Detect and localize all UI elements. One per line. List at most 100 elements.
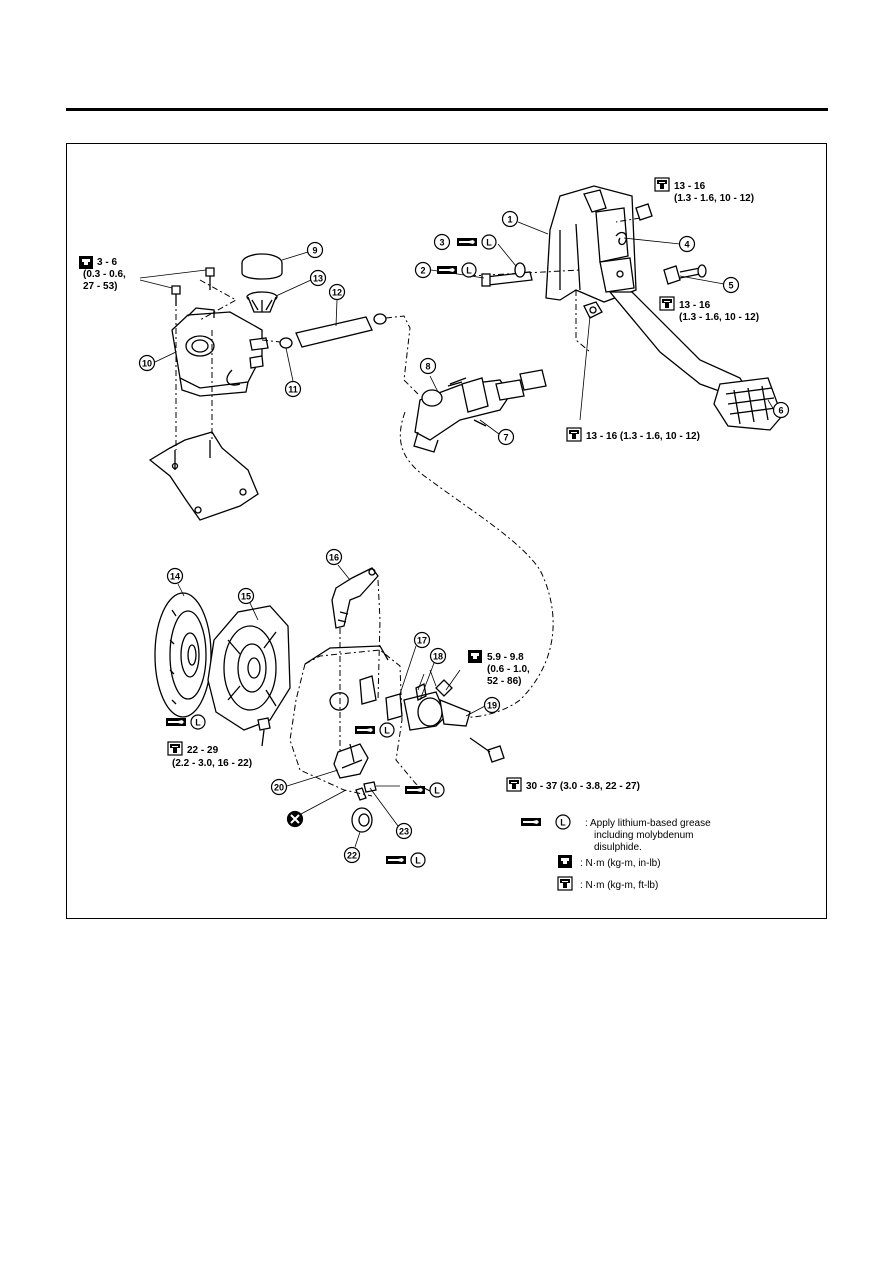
callout-7-label: 7 <box>503 433 508 443</box>
reservoir-tank-drawing <box>148 279 269 521</box>
grease-symbol-bearing: L <box>386 852 426 868</box>
callout-23-label: 23 <box>399 827 409 837</box>
callout-10: 10 <box>138 354 156 372</box>
callout-9-label: 9 <box>312 246 317 256</box>
torque-pedal-top-line1: 13 - 16 <box>674 181 706 192</box>
grease-letter: L <box>415 856 421 866</box>
callout-1-label: 1 <box>507 215 512 225</box>
callout-leaders <box>154 221 775 848</box>
legend-nm-ftlb: : N·m (kg-m, ft-lb) <box>580 880 658 891</box>
grease-letter: L <box>384 726 390 736</box>
torque-reservoir-line3: 27 - 53) <box>83 281 117 292</box>
grease-symbol-lever: L <box>355 722 395 738</box>
callout-8-label: 8 <box>425 362 430 372</box>
callout-17-label: 17 <box>417 636 427 646</box>
callout-23: 23 <box>395 822 413 840</box>
callout-5-label: 5 <box>728 281 733 291</box>
callout-13-label: 13 <box>313 274 323 284</box>
torque-ftlb-icon <box>167 741 183 756</box>
torque-ftlb-icon <box>506 777 522 792</box>
grease-symbol-cover: L <box>166 714 206 730</box>
grease-symbol-2: L <box>437 262 477 278</box>
pedal-fasteners-drawing <box>481 203 707 421</box>
callout-17: 17 <box>413 631 431 649</box>
legend-grease-line1: : Apply lithium-based grease <box>585 818 711 829</box>
callout-18: 18 <box>429 647 447 665</box>
callout-12-label: 12 <box>332 288 342 298</box>
cover-bolt-drawing <box>257 717 271 747</box>
grease-letter: L <box>434 786 440 796</box>
legend-nm-inlb: : N·m (kg-m, in-lb) <box>580 858 661 869</box>
callout-10-label: 10 <box>142 359 152 369</box>
callout-20: 20 <box>270 778 288 796</box>
torque-pedal-nut-line1: 13 - 16 (1.3 - 1.6, 10 - 12) <box>586 431 700 442</box>
callout-2: 2 <box>414 261 432 279</box>
callout-15-label: 15 <box>241 592 251 602</box>
callout-13: 13 <box>309 269 327 287</box>
callout-19: 19 <box>483 696 501 714</box>
torque-reservoir-line1: 3 - 6 <box>97 257 117 268</box>
torque-pedal-mid-line2: (1.3 - 1.6, 10 - 12) <box>679 312 759 323</box>
callout-9: 9 <box>306 241 324 259</box>
callout-11: 11 <box>284 380 302 398</box>
callout-6: 6 <box>772 401 790 419</box>
reservoir-bolts-drawing <box>139 267 215 306</box>
clutch-cover-drawing <box>207 605 291 731</box>
legend-torque-inlb-icon <box>558 855 572 868</box>
reservoir-cap-drawing <box>241 253 283 313</box>
callout-19-label: 19 <box>487 701 497 711</box>
torque-ftlb-icon <box>659 296 675 311</box>
callout-16: 16 <box>325 548 343 566</box>
clutch-tube-line <box>399 411 554 718</box>
clutch-disc-drawing <box>154 592 212 718</box>
callout-6-label: 6 <box>778 406 783 416</box>
callout-22-label: 22 <box>347 851 357 861</box>
torque-opcyl-line1: 5.9 - 9.8 <box>487 652 524 663</box>
callout-16-label: 16 <box>329 553 339 563</box>
grease-symbol-pin: L <box>405 782 445 798</box>
callout-8: 8 <box>419 357 437 375</box>
callout-2-label: 2 <box>420 266 425 276</box>
grease-letter: L <box>466 266 472 276</box>
release-bearing-drawing <box>351 781 400 833</box>
callout-11-label: 11 <box>288 385 298 395</box>
callout-1: 1 <box>501 210 519 228</box>
callout-12: 12 <box>328 283 346 301</box>
callout-18-label: 18 <box>433 652 443 662</box>
torque-opcyl-line2: (0.6 - 1.0, <box>487 664 530 675</box>
callout-22: 22 <box>343 846 361 864</box>
callout-3: 3 <box>433 233 451 251</box>
header-rule <box>66 108 828 111</box>
torque-opcyl-line3: 52 - 86) <box>487 676 521 687</box>
withdrawal-lever-drawing <box>331 567 381 779</box>
torque-reservoir-line2: (0.3 - 0.6, <box>83 269 126 280</box>
grease-letter: L <box>486 238 492 248</box>
operating-cylinder-drawing <box>385 669 471 731</box>
transmission-housing-drawing <box>289 645 441 797</box>
torque-cover-line1: 22 - 29 <box>187 745 219 756</box>
diagram-frame <box>66 143 827 919</box>
torque-inlb-icon <box>79 256 93 269</box>
callout-4-label: 4 <box>684 240 689 250</box>
callout-3-label: 3 <box>439 238 444 248</box>
clutch-pedal-drawing <box>469 185 783 431</box>
master-cylinder-drawing <box>413 369 547 453</box>
callout-14: 14 <box>166 567 184 585</box>
grease-symbol-legend: L <box>521 814 571 830</box>
hose-bolt-drawing <box>469 737 505 763</box>
grease-letter: L <box>195 718 201 728</box>
torque-hose-bolt-line1: 30 - 37 (3.0 - 3.8, 22 - 27) <box>526 781 640 792</box>
grease-symbol-3: L <box>457 234 497 250</box>
torque-pedal-top-line2: (1.3 - 1.6, 10 - 12) <box>674 193 754 204</box>
reservoir-hose-drawing <box>261 313 419 395</box>
torque-ftlb-icon <box>654 177 670 192</box>
callout-20-label: 20 <box>274 783 284 793</box>
torque-ftlb-icon <box>566 427 582 442</box>
callout-15: 15 <box>237 587 255 605</box>
callout-14-label: 14 <box>170 572 180 582</box>
callout-5: 5 <box>722 276 740 294</box>
callout-7: 7 <box>497 428 515 446</box>
torque-cover-line2: (2.2 - 3.0, 16 - 22) <box>172 758 252 769</box>
callout-4: 4 <box>678 235 696 253</box>
discard-x-icon <box>287 811 303 827</box>
